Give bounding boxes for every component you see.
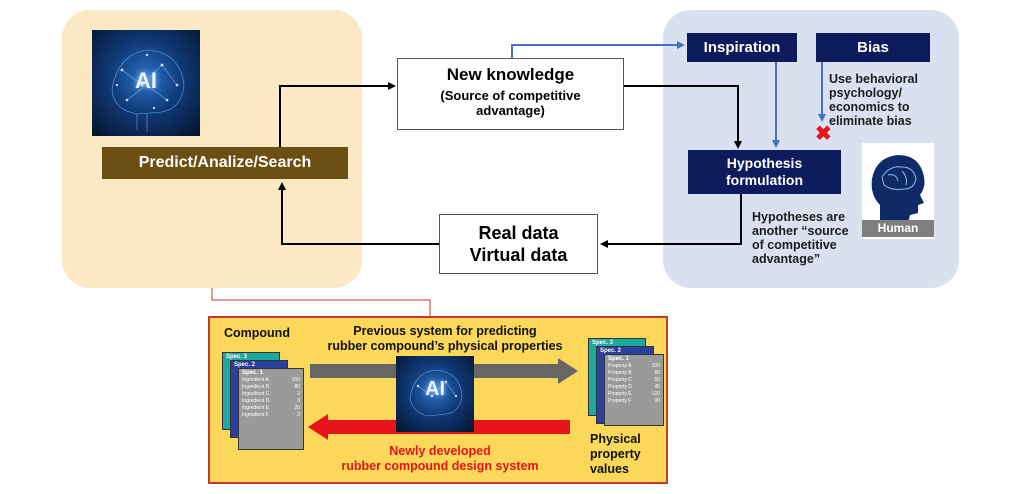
compound-row: Ingredient C 3 xyxy=(239,391,303,398)
ingredient-name: Ingredient F xyxy=(242,412,269,418)
compound-design-panel: Compound Previous system for predicting … xyxy=(208,316,668,484)
property-row: Property A 100 xyxy=(605,363,663,370)
central-ai-image: AI xyxy=(396,356,474,432)
new-knowledge-subtitle-2: advantage) xyxy=(476,103,545,118)
hypothesis-line-2: formulation xyxy=(726,172,803,188)
hypothesis-note-line-4: advantage” xyxy=(752,252,821,266)
compound-row: Ingredient A 100 xyxy=(239,377,303,384)
inspiration-box: Inspiration xyxy=(687,33,797,62)
compound-row: Ingredient B 80 xyxy=(239,384,303,391)
property-card-spec-1: Spec. 1 Property A 100 Property B 60 Prope… xyxy=(604,354,664,426)
compound-card-title: Spec. 1 xyxy=(242,370,264,376)
property-value: 45 xyxy=(654,384,660,390)
bias-note-line-4: eliminate bias xyxy=(829,114,912,128)
arrow-hypothesis-to-data xyxy=(600,194,742,248)
property-row: Property F 90 xyxy=(605,398,663,405)
virtual-data-label: Virtual data xyxy=(469,245,568,265)
new-system-line-1: Newly developed xyxy=(389,444,491,458)
ingredient-name: Ingredient B xyxy=(242,384,269,390)
new-knowledge-subtitle-1: (Source of competitive xyxy=(440,88,581,103)
property-value: 60 xyxy=(654,370,660,376)
ai-label: AI xyxy=(135,68,157,93)
compound-row: Ingredient E 20 xyxy=(239,405,303,412)
bias-box: Bias xyxy=(816,33,930,62)
hypothesis-note-line-3: of competitive xyxy=(752,238,837,252)
property-row: Property C 50 xyxy=(605,377,663,384)
property-card-title: Spec. 3 xyxy=(592,340,614,346)
property-value: 50 xyxy=(654,377,660,383)
ingredient-name: Ingredient E xyxy=(242,405,269,411)
blocked-x-icon: ✖ xyxy=(815,123,832,145)
ingredient-value: 100 xyxy=(291,377,300,383)
bias-note-line-2: psychology/ xyxy=(829,86,902,100)
hypothesis-note-line-1: Hypotheses are xyxy=(752,210,846,224)
compound-card-title: Spec. 2 xyxy=(234,362,256,368)
new-knowledge-box: New knowledge (Source of competitive adv… xyxy=(397,58,624,130)
property-value: 120 xyxy=(651,391,660,397)
previous-system-label: Previous system for predicting rubber co… xyxy=(320,324,570,354)
ingredient-name: Ingredient C xyxy=(242,391,270,397)
bias-note-line-1: Use behavioral xyxy=(829,72,918,86)
physical-label-line-3: values xyxy=(590,462,629,476)
brain-network-icon xyxy=(111,49,185,132)
new-system-line-2: rubber compound design system xyxy=(341,459,539,473)
human-head-icon: Human xyxy=(862,143,934,239)
physical-property-label: Physical property values xyxy=(590,432,641,477)
property-name: Property F xyxy=(608,398,632,404)
real-data-label: Real data xyxy=(478,223,559,243)
ingredient-value: 80 xyxy=(294,384,300,390)
hypothesis-note-line-2: another “source xyxy=(752,224,849,238)
ingredient-value: 2 xyxy=(297,412,300,418)
ingredient-name: Ingredient A xyxy=(242,377,269,383)
central-ai-label: AI xyxy=(425,378,445,400)
arrow-data-to-ai xyxy=(278,182,439,245)
property-name: Property A xyxy=(608,363,632,369)
property-card-title: Spec. 2 xyxy=(600,348,622,354)
predict-analyze-search-label: Predict/Analize/Search xyxy=(102,147,348,179)
hypothesis-line-1: Hypothesis xyxy=(726,155,803,171)
human-label: Human xyxy=(862,220,934,237)
arrow-ai-to-knowledge xyxy=(279,82,396,147)
previous-system-line-1: Previous system for predicting xyxy=(353,324,537,338)
property-name: Property E xyxy=(608,391,632,397)
new-system-label: Newly developed rubber compound design s… xyxy=(310,444,570,474)
hypothesis-note: Hypotheses are another “source of compet… xyxy=(752,210,849,266)
hypothesis-formulation-box: Hypothesis formulation xyxy=(688,150,841,194)
data-box: Real data Virtual data xyxy=(439,214,598,274)
head-silhouette-icon xyxy=(871,155,925,223)
compound-label: Compound xyxy=(224,326,290,340)
ai-brain-image: AI xyxy=(92,30,200,136)
property-row: Property B 60 xyxy=(605,370,663,377)
ingredient-value: 20 xyxy=(294,405,300,411)
property-name: Property C xyxy=(608,377,632,383)
compound-card-spec-1: Spec. 1 Ingredient A 100 Ingredient B 80 I… xyxy=(238,368,304,450)
compound-card-title: Spec. 3 xyxy=(226,354,248,360)
physical-label-line-1: Physical xyxy=(590,432,641,446)
bias-note: Use behavioral psychology/ economics to … xyxy=(829,72,918,128)
ingredient-value: 3 xyxy=(297,391,300,397)
bias-note-line-3: economics to xyxy=(829,100,910,114)
physical-label-line-2: property xyxy=(590,447,641,461)
property-name: Property D xyxy=(608,384,632,390)
property-value: 90 xyxy=(654,398,660,404)
ingredient-name: Ingredient D xyxy=(242,398,270,404)
compound-row: Ingredient D 3 xyxy=(239,398,303,405)
property-value: 100 xyxy=(651,363,660,369)
property-row: Property E 120 xyxy=(605,391,663,398)
brain-network-icon xyxy=(409,369,463,417)
arrow-knowledge-to-inspiration xyxy=(511,41,685,58)
property-name: Property B xyxy=(608,370,632,376)
new-knowledge-title: New knowledge xyxy=(446,65,575,84)
arrow-knowledge-to-hypothesis xyxy=(624,85,742,149)
ingredient-value: 3 xyxy=(297,398,300,404)
compound-row: Ingredient F 2 xyxy=(239,412,303,419)
link-bracket xyxy=(211,288,431,316)
previous-system-line-2: rubber compound’s physical properties xyxy=(327,339,563,353)
property-card-title: Spec. 1 xyxy=(608,356,630,362)
property-row: Property D 45 xyxy=(605,384,663,391)
